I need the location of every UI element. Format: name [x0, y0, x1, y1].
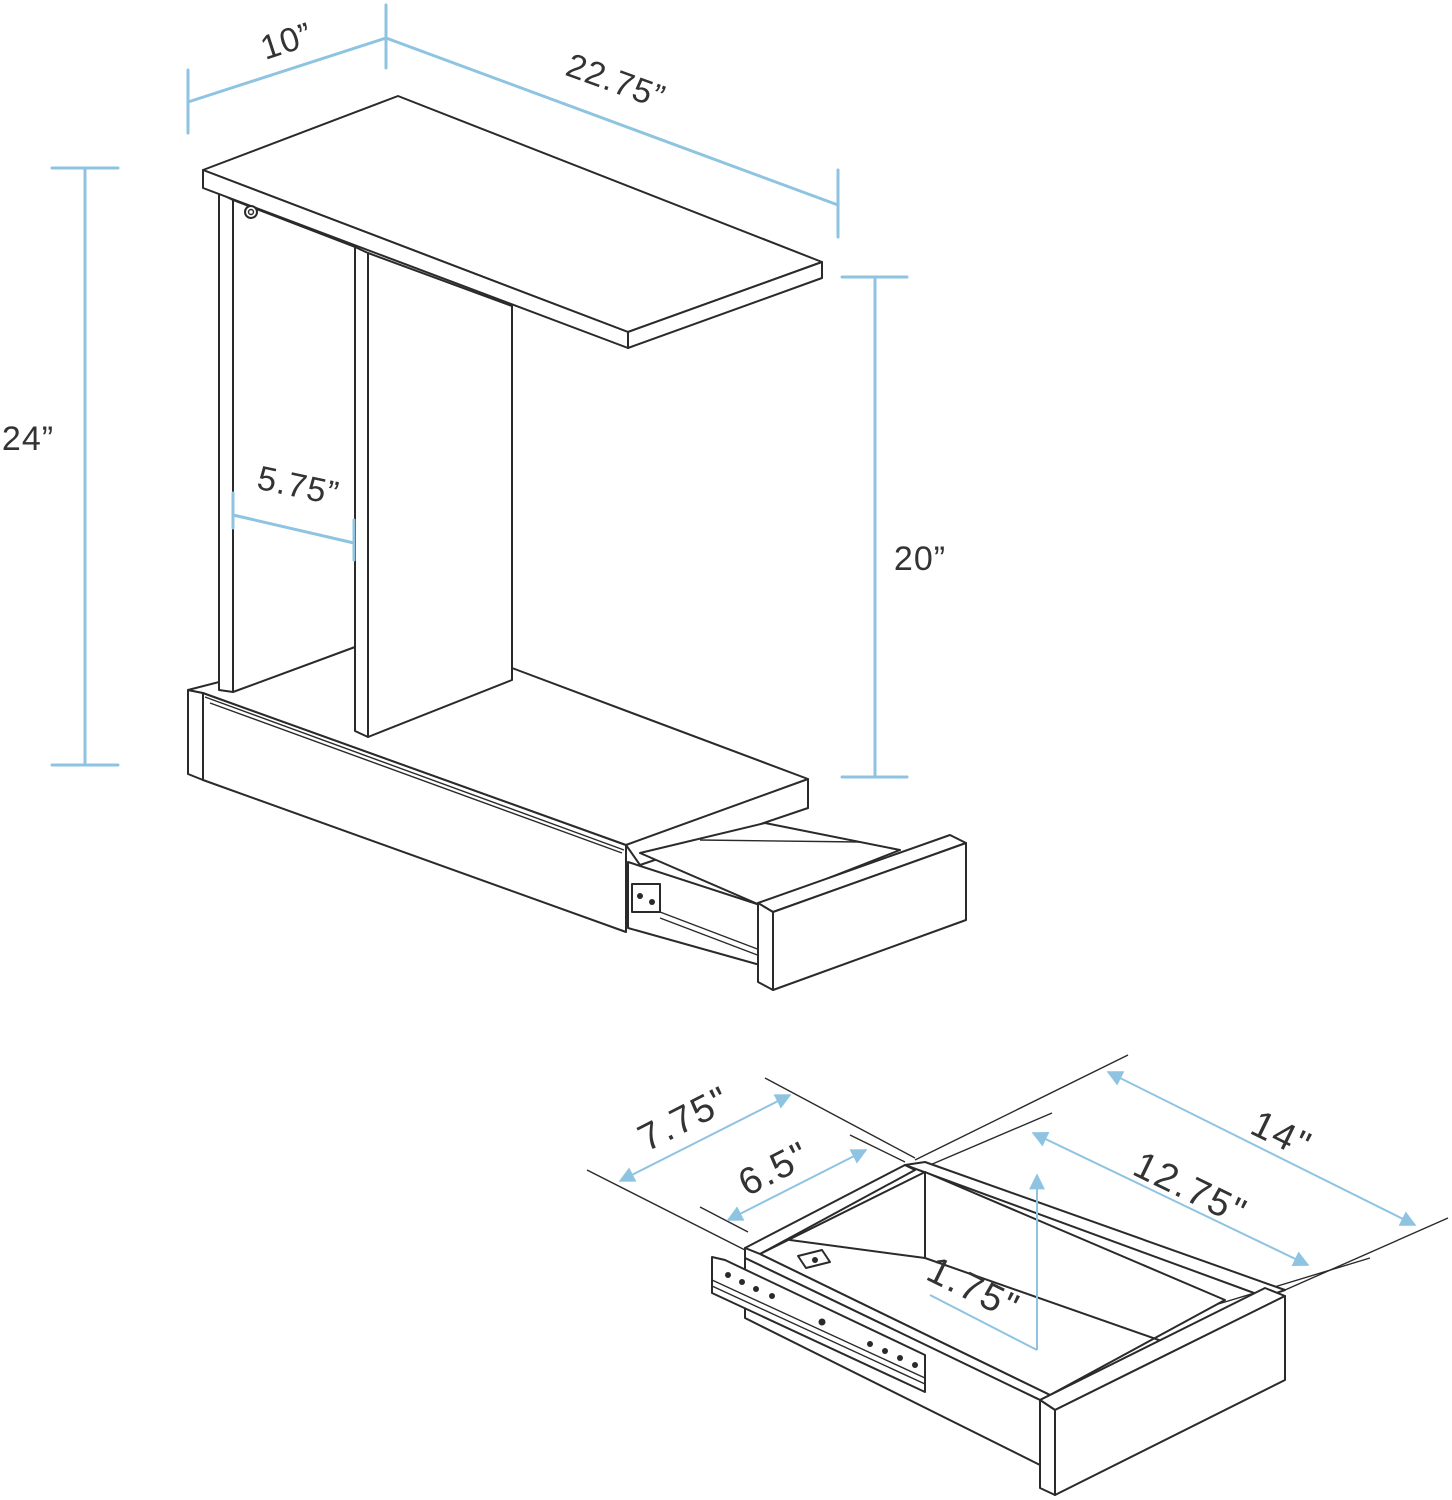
drawer-outer-width-label: 14" — [1244, 1103, 1318, 1168]
depth-label: 10” — [256, 15, 317, 67]
inner-height-label: 20” — [894, 540, 946, 578]
drawer-front-edge — [1039, 1399, 1056, 1496]
left-panel-edge — [218, 192, 234, 693]
base-trim-line — [204, 696, 625, 851]
ext-line-7 — [1284, 1217, 1449, 1291]
slide-screw-2 — [649, 899, 655, 905]
ext-line-2 — [699, 1206, 749, 1233]
slide-hole-7 — [882, 1348, 888, 1354]
slide-rail-line — [711, 1279, 926, 1379]
left-panel-inside — [232, 199, 356, 693]
drawer-dimensions — [618, 1071, 1417, 1351]
slide-hole-1 — [725, 1272, 731, 1278]
base-trim-line-2 — [209, 702, 623, 854]
slide-hole-9 — [912, 1362, 918, 1368]
drawer-slide-rail-2 — [659, 917, 761, 957]
drawer-front-left-edge — [757, 902, 774, 991]
slide-rail-line-2 — [711, 1285, 926, 1385]
ext-line-8 — [1214, 1257, 1371, 1306]
back-bracket-screw — [812, 1257, 818, 1263]
ext-line-1 — [586, 1169, 746, 1251]
cam-lock-icon — [244, 205, 258, 219]
ext-line-5 — [914, 1054, 1129, 1161]
slide-hole-5 — [818, 1318, 826, 1326]
ext-line-6 — [929, 1112, 1053, 1166]
column-front — [367, 252, 513, 738]
ext-line-3 — [764, 1077, 916, 1159]
drawer-bottom-seam — [699, 839, 861, 843]
slide-screw-1 — [637, 893, 643, 899]
drawer-slide-rail — [659, 911, 761, 951]
drawer-inner-depth-label: 6.5" — [732, 1134, 817, 1205]
slide-hole-2 — [739, 1279, 745, 1285]
drawer-slide — [711, 1256, 926, 1393]
height-label: 24” — [2, 420, 54, 458]
drawer-interior — [639, 822, 901, 906]
drawer-opening-top — [625, 778, 809, 866]
base-left-edge — [187, 689, 204, 781]
slide-hole-3 — [753, 1286, 759, 1292]
table-dimensions — [50, 3, 909, 779]
c-table-drawing: 10” 22.75” 24” 20” 5.75” — [2, 3, 967, 991]
slide-hole-8 — [897, 1355, 903, 1361]
drawer-inner-width-label: 12.75" — [1127, 1144, 1254, 1235]
column-side — [354, 246, 369, 738]
ext-line-4 — [849, 1134, 906, 1163]
drawer-inner-bottom-edge — [789, 1239, 1211, 1359]
tabletop-right-edge — [627, 261, 823, 349]
slide-hole-6 — [867, 1341, 873, 1347]
cam-lock-center — [247, 208, 255, 216]
drawer-slide-bracket — [631, 883, 661, 913]
width-label: 22.75” — [561, 46, 670, 117]
drawer-detail-drawing: 7.75" 6.5" 14" 12.75" 1.75" — [586, 1054, 1449, 1496]
slide-hole-4 — [769, 1293, 775, 1299]
